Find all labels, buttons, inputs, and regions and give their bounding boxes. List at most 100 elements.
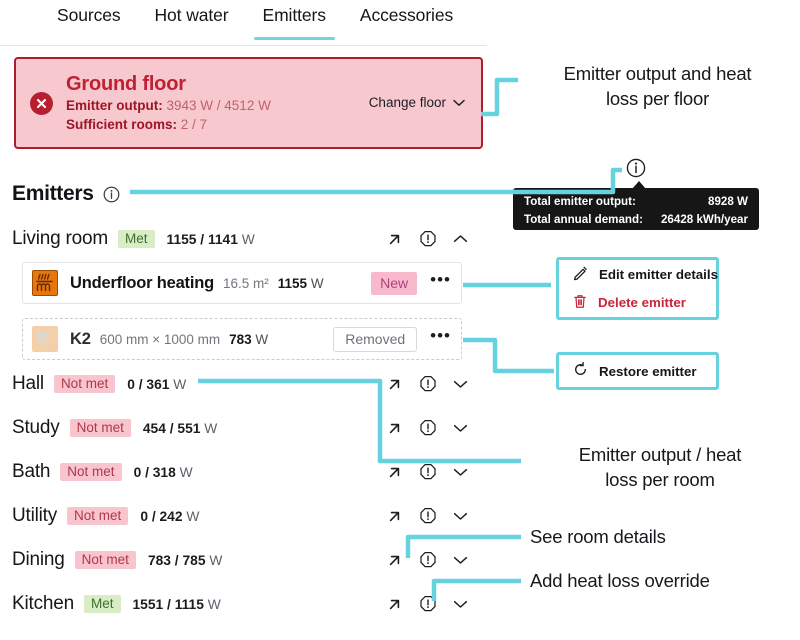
- floor-summary-card: Ground floor Emitter output: 3943 W / 45…: [14, 57, 483, 149]
- error-cross-icon: [30, 91, 53, 115]
- emitter-context-menu: Edit emitter details Delete emitter: [556, 257, 719, 320]
- tooltip-arrow: [632, 181, 646, 189]
- change-floor-button[interactable]: Change floor: [369, 95, 465, 112]
- status-badge: Not met: [53, 374, 116, 394]
- warning-octagon-icon[interactable]: [419, 230, 437, 248]
- chevron-down-icon[interactable]: [453, 511, 468, 521]
- arrow-up-right-icon[interactable]: [386, 508, 403, 525]
- emitter-card-k2[interactable]: K2 600 mm × 1000 mm 783 W Removed •••: [22, 318, 462, 360]
- annotation-heat-loss-override: Add heat loss override: [530, 569, 798, 594]
- status-badge: Met: [118, 229, 155, 249]
- room-actions: [386, 230, 474, 248]
- emitter-card-actions: New •••: [371, 270, 451, 295]
- emitter-power-value: 783: [229, 331, 252, 347]
- annotation-line: loss per room: [605, 468, 715, 490]
- emitter-card-underfloor-heating[interactable]: Underfloor heating 16.5 m² 1155 W New ••…: [22, 262, 462, 304]
- room-sep: /: [148, 508, 160, 524]
- chevron-down-icon[interactable]: [453, 423, 468, 433]
- room-unit: W: [200, 420, 218, 436]
- room-output-value: 0 / 318 W: [134, 465, 193, 480]
- room-row-bath[interactable]: Bath Not met 0 / 318 W: [12, 457, 474, 487]
- arrow-up-right-icon[interactable]: [386, 420, 403, 437]
- restore-icon: [573, 361, 588, 380]
- room-row-utility[interactable]: Utility Not met 0 / 242 W: [12, 501, 474, 531]
- emitters-section-header: Emitters: [12, 182, 120, 206]
- room-output: 1155: [166, 231, 197, 247]
- room-output-value: 1155 / 1141 W: [167, 232, 255, 247]
- room-actions: [386, 375, 474, 393]
- arrow-up-right-icon[interactable]: [386, 376, 403, 393]
- room-sep: /: [196, 231, 208, 247]
- restore-emitter-button[interactable]: Restore emitter: [559, 357, 716, 385]
- warning-octagon-icon[interactable]: [419, 375, 437, 393]
- emitter-options-button[interactable]: •••: [430, 270, 451, 290]
- room-actions: [386, 551, 474, 569]
- room-output: 0: [140, 508, 148, 524]
- tooltip-value: 26428 kWh/year: [660, 212, 748, 226]
- chevron-up-icon[interactable]: [453, 234, 468, 244]
- room-row-hall[interactable]: Hall Not met 0 / 361 W: [12, 369, 474, 399]
- change-floor-label: Change floor: [368, 94, 446, 110]
- chevron-down-icon[interactable]: [453, 379, 468, 389]
- annotation-line: See room details: [530, 526, 666, 547]
- emitter-power: 783 W: [229, 332, 268, 347]
- tooltip-label: Total annual demand:: [524, 212, 643, 226]
- chevron-down-icon[interactable]: [453, 467, 468, 477]
- arrow-up-right-icon[interactable]: [386, 231, 403, 248]
- delete-emitter-button[interactable]: Delete emitter: [559, 289, 716, 317]
- annotation-line: Add heat loss override: [530, 570, 710, 591]
- chevron-down-icon[interactable]: [453, 555, 468, 565]
- room-row-dining[interactable]: Dining Not met 783 / 785 W: [12, 545, 474, 575]
- emitter-status-badge: Removed: [333, 326, 418, 352]
- status-badge: Not met: [69, 418, 131, 438]
- arrow-up-right-icon[interactable]: [386, 464, 403, 481]
- floor-sufficient-rooms: Sufficient rooms: 2 / 7: [66, 116, 208, 132]
- warning-octagon-icon[interactable]: [419, 595, 437, 613]
- tab-accessories[interactable]: Accessories: [343, 0, 470, 40]
- room-unit: W: [182, 508, 200, 524]
- arrow-up-right-icon[interactable]: [386, 596, 403, 613]
- radiator-icon: [32, 326, 58, 352]
- room-row-kitchen[interactable]: Kitchen Met 1551 / 1115 W: [12, 589, 474, 619]
- emitter-name: Underfloor heating: [70, 273, 214, 292]
- room-output-value: 1551 / 1115 W: [133, 597, 221, 612]
- tooltip-row: Total annual demand: 26428 kWh/year: [524, 211, 748, 229]
- warning-octagon-icon[interactable]: [419, 507, 437, 525]
- page-title: Emitters: [12, 182, 94, 205]
- warning-octagon-icon[interactable]: [419, 419, 437, 437]
- tab-emitters[interactable]: Emitters: [246, 0, 343, 40]
- edit-emitter-details-button[interactable]: Edit emitter details: [559, 261, 718, 289]
- tab-label: Emitters: [262, 5, 326, 25]
- tab-sources[interactable]: Sources: [40, 0, 138, 40]
- floor-emitter-output-value: 3943 W / 4512 W: [166, 97, 271, 113]
- emitter-spec: 600 mm × 1000 mm: [99, 331, 221, 347]
- info-icon[interactable]: [103, 186, 120, 203]
- room-row-study[interactable]: Study Not met 454 / 551 W: [12, 413, 474, 443]
- room-actions: [386, 419, 474, 437]
- tab-bar: Sources Hot water Emitters Accessories: [0, 0, 487, 46]
- chevron-down-icon[interactable]: [453, 599, 468, 609]
- room-output: 1551: [132, 596, 164, 612]
- tab-label: Hot water: [154, 5, 229, 25]
- tooltip-label: Total emitter output:: [524, 195, 636, 208]
- emitter-power: 1155 W: [278, 276, 324, 291]
- emitter-card-actions: Removed •••: [333, 326, 451, 352]
- total-output-info-icon[interactable]: [626, 158, 646, 178]
- room-sep: /: [163, 596, 175, 612]
- warning-octagon-icon[interactable]: [419, 463, 437, 481]
- floor-sufficient-rooms-value: 2 / 7: [180, 116, 208, 132]
- status-badge: Met: [83, 594, 121, 614]
- room-actions: [386, 463, 474, 481]
- room-row-living-room[interactable]: Living room Met 1155 / 1141 W: [12, 224, 474, 254]
- menu-item-label: Restore emitter: [599, 363, 697, 379]
- emitter-options-button[interactable]: •••: [430, 326, 451, 346]
- arrow-up-right-icon[interactable]: [386, 552, 403, 569]
- tab-hot-water[interactable]: Hot water: [138, 0, 246, 40]
- room-demand: 1115: [174, 596, 204, 612]
- status-badge: Not met: [74, 550, 136, 570]
- room-output-value: 0 / 242 W: [140, 509, 199, 524]
- floor-emitter-output: Emitter output: 3943 W / 4512 W: [66, 97, 271, 113]
- annotation-room-details: See room details: [530, 525, 796, 550]
- warning-octagon-icon[interactable]: [419, 551, 437, 569]
- floor-title: Ground floor: [66, 72, 186, 95]
